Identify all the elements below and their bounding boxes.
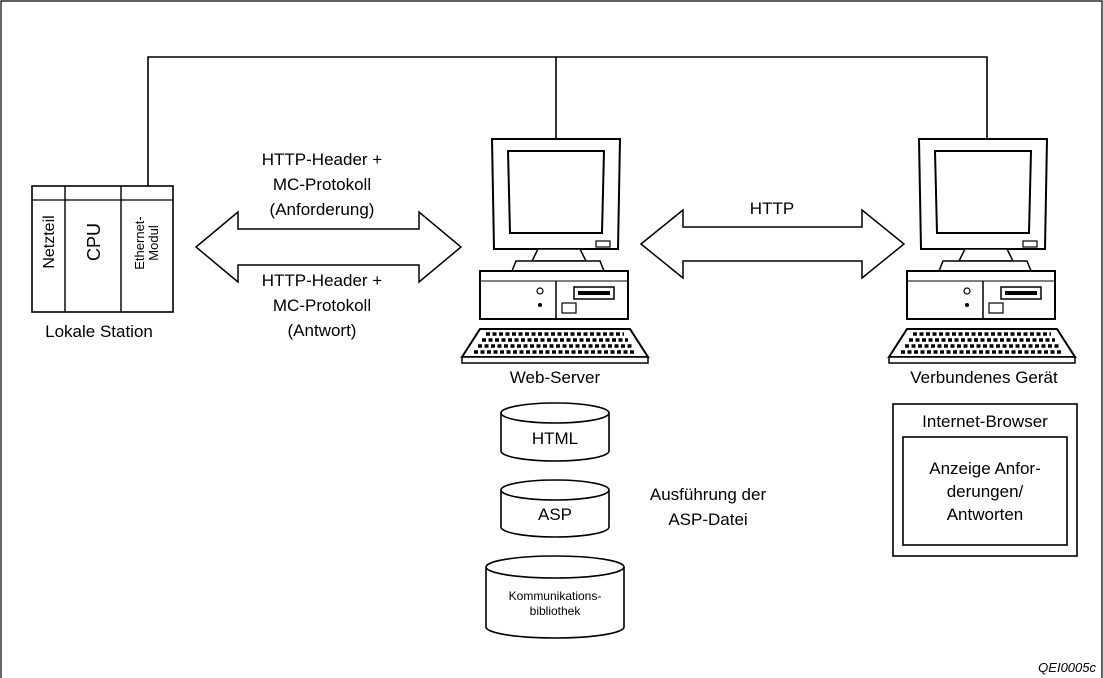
request-response-arrow <box>194 210 463 284</box>
web-server-caption: Web-Server <box>510 368 601 387</box>
http-arrow <box>639 208 906 280</box>
library-database-label-line2: bibliothek <box>530 604 582 618</box>
response-label-line2: MC-Protokoll <box>273 296 371 315</box>
response-label-line1: HTTP-Header + <box>262 271 383 290</box>
http-label: HTTP <box>750 199 794 218</box>
plc-module-cpu: CPU <box>84 223 104 261</box>
asp-note-line1: Ausführung der <box>650 485 767 504</box>
browser-content-line1: Anzeige Anfor- <box>929 459 1041 478</box>
browser-content-panel <box>902 436 1068 546</box>
plc-module-netzteil: Netzteil <box>41 215 58 268</box>
response-label-line3: (Antwort) <box>288 321 357 340</box>
figure-code: QEI0005c <box>1038 660 1096 675</box>
request-label-line2: MC-Protokoll <box>273 175 371 194</box>
browser-title: Internet-Browser <box>922 412 1048 431</box>
request-label-line3: (Anforderung) <box>270 200 375 219</box>
client-computer-icon <box>887 137 1077 365</box>
web-server-computer-icon <box>460 137 650 365</box>
request-label: HTTP-Header + MC-Protokoll (Anforderung) <box>262 150 383 219</box>
library-database-label-line1: Kommunikations- <box>509 589 602 603</box>
response-label: HTTP-Header + MC-Protokoll (Antwort) <box>262 271 383 340</box>
plc-rack: Netzteil CPU Ethernet- Modul <box>31 185 174 313</box>
browser-content-line2: derungen/ <box>947 482 1024 501</box>
browser-content-line3: Antworten <box>947 505 1024 524</box>
library-database-icon <box>485 555 625 639</box>
asp-database-icon <box>500 479 610 538</box>
html-database-icon <box>500 402 610 462</box>
plc-module-ethernet-line1: Ethernet- <box>132 216 147 269</box>
html-database-label: HTML <box>532 429 578 448</box>
asp-note-line2: ASP-Datei <box>668 510 747 529</box>
ethernet-bus <box>147 56 988 186</box>
request-label-line1: HTTP-Header + <box>262 150 383 169</box>
plc-caption: Lokale Station <box>45 322 153 341</box>
plc-module-ethernet-line2: Modul <box>146 225 161 261</box>
asp-database-label: ASP <box>538 505 572 524</box>
client-caption: Verbundenes Gerät <box>910 368 1058 387</box>
